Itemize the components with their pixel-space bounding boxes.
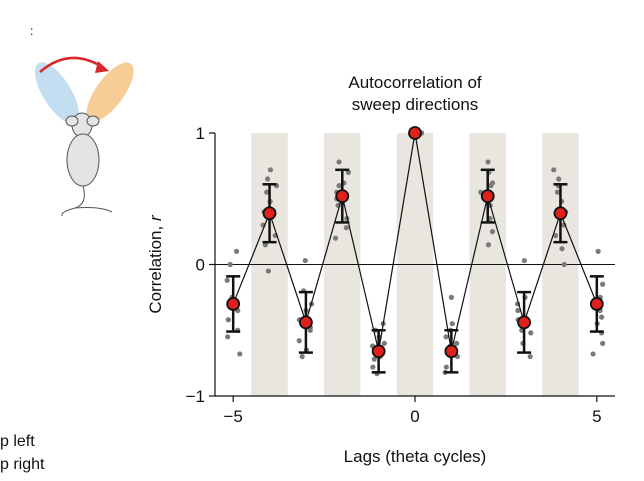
mouse-illustration: : (30, 24, 134, 217)
mean-marker (480, 189, 495, 204)
side-label: p left (0, 433, 35, 450)
left-sweep-lobe (34, 62, 80, 124)
data-point (302, 257, 308, 264)
mean-marker (371, 344, 386, 359)
data-point (448, 294, 455, 300)
data-point (527, 353, 533, 360)
y-tick-label: 0 (196, 256, 205, 275)
data-point (599, 314, 605, 320)
mean-marker (408, 126, 422, 140)
y-axis-label-text: Correlation, (146, 221, 165, 314)
data-point (336, 159, 342, 165)
data-point (227, 261, 233, 268)
data-point (600, 340, 606, 346)
panel-marker: : (30, 24, 33, 38)
mean-marker (589, 297, 604, 311)
chart-title: Autocorrelation of (348, 73, 482, 92)
x-tick-label: 5 (592, 407, 601, 426)
x-tick-label: 0 (410, 407, 419, 426)
data-point (453, 340, 460, 346)
data-point (265, 176, 271, 182)
sweep-arrowhead-icon (95, 61, 109, 73)
data-point (551, 167, 557, 173)
data-point (343, 225, 349, 231)
data-point (267, 167, 274, 173)
data-point (449, 321, 455, 327)
data-point (590, 351, 596, 357)
mean-marker (262, 206, 277, 221)
data-point (296, 338, 302, 344)
data-point (224, 277, 230, 283)
data-point (595, 248, 601, 254)
data-point (299, 353, 305, 360)
data-point (485, 242, 492, 248)
mean-marker (335, 189, 350, 204)
mean-marker (444, 344, 459, 359)
mouse-icon (61, 112, 113, 217)
data-point (485, 159, 491, 165)
mean-marker (299, 315, 313, 330)
data-point (515, 307, 521, 314)
data-point (265, 268, 271, 274)
data-point (489, 229, 496, 235)
data-point (381, 340, 387, 346)
y-tick-label: −1 (186, 387, 205, 406)
data-point (264, 189, 270, 195)
data-point (443, 334, 449, 340)
y-tick-label: 1 (196, 124, 205, 143)
mean-marker (517, 315, 531, 330)
data-point (443, 364, 449, 370)
data-point (371, 356, 377, 362)
data-point (332, 235, 339, 241)
data-point (262, 242, 268, 248)
right-sweep-lobe (86, 62, 134, 122)
data-point (600, 281, 606, 287)
data-point (559, 246, 565, 252)
side-label: p right (0, 456, 45, 473)
mean-marker (226, 297, 241, 311)
data-point (556, 176, 562, 182)
y-axis-label-variable: r (146, 214, 165, 221)
chart-title: sweep directions (352, 95, 479, 114)
data-point (225, 317, 231, 323)
data-point (554, 189, 561, 195)
mean-marker (553, 206, 568, 221)
data-point (488, 183, 494, 189)
data-point (233, 248, 240, 254)
y-axis-label: Correlation, r (146, 214, 165, 314)
x-tick-label: −5 (223, 407, 242, 426)
data-point (521, 257, 527, 264)
data-point (345, 169, 352, 176)
data-point (237, 351, 243, 357)
data-point (528, 330, 534, 336)
data-point (552, 232, 559, 239)
data-point (370, 364, 376, 370)
x-axis-label: Lags (theta cycles) (344, 447, 487, 466)
data-point (225, 334, 231, 340)
data-point (336, 183, 342, 189)
data-point (561, 261, 567, 268)
